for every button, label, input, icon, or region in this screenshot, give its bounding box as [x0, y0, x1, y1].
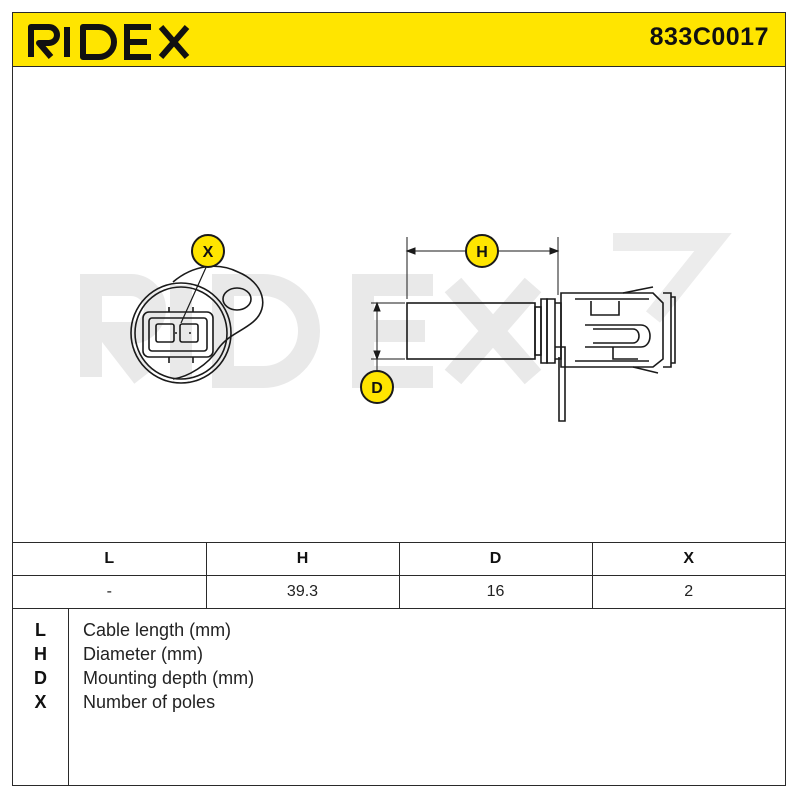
- col-header-l: L: [13, 542, 207, 576]
- table-row: - 39.3 16 2: [13, 575, 785, 609]
- list-item: L Cable length (mm): [13, 618, 785, 642]
- legend-divider: [68, 608, 69, 785]
- legend-key: X: [34, 692, 47, 712]
- legend-key: L: [35, 620, 46, 640]
- col-header-d: D: [398, 542, 593, 576]
- list-item: X Number of poles: [13, 690, 785, 714]
- legend-desc: Cable length (mm): [83, 620, 232, 640]
- legend: L Cable length (mm) H Diameter (mm) D Mo…: [13, 608, 785, 785]
- d-dimension: [360, 301, 405, 404]
- connector-view: [130, 265, 264, 384]
- value-x: 2: [591, 575, 785, 609]
- value-d: 16: [398, 575, 593, 609]
- sensor-drawing: X H D: [80, 233, 732, 422]
- list-item: H Diameter (mm): [13, 642, 785, 666]
- legend-desc: Diameter (mm): [83, 644, 203, 664]
- legend-key: H: [34, 644, 47, 664]
- ridex-logo-icon: [28, 24, 209, 60]
- legend-key: D: [34, 668, 47, 688]
- h-label: H: [476, 244, 488, 261]
- col-header-h: H: [205, 542, 400, 576]
- x-callout: [180, 234, 225, 324]
- part-number: 833C0017: [649, 23, 769, 51]
- value-l: -: [13, 575, 207, 609]
- legend-desc: Number of poles: [83, 692, 216, 712]
- side-view: [406, 286, 676, 422]
- technical-drawing: X H D: [13, 67, 785, 542]
- value-h: 39.3: [205, 575, 400, 609]
- brand-logo: [27, 21, 217, 61]
- product-sheet: 833C0017: [12, 12, 786, 786]
- d-label: D: [371, 380, 383, 397]
- list-item: D Mounting depth (mm): [13, 666, 785, 690]
- dimension-table: L H D X - 39.3 16 2: [13, 542, 785, 609]
- legend-desc: Mounting depth (mm): [83, 668, 255, 688]
- header-bar: 833C0017: [13, 13, 785, 67]
- table-header-row: L H D X: [13, 542, 785, 576]
- h-dimension: [405, 234, 560, 299]
- col-header-x: X: [591, 542, 785, 576]
- x-label: X: [203, 244, 214, 261]
